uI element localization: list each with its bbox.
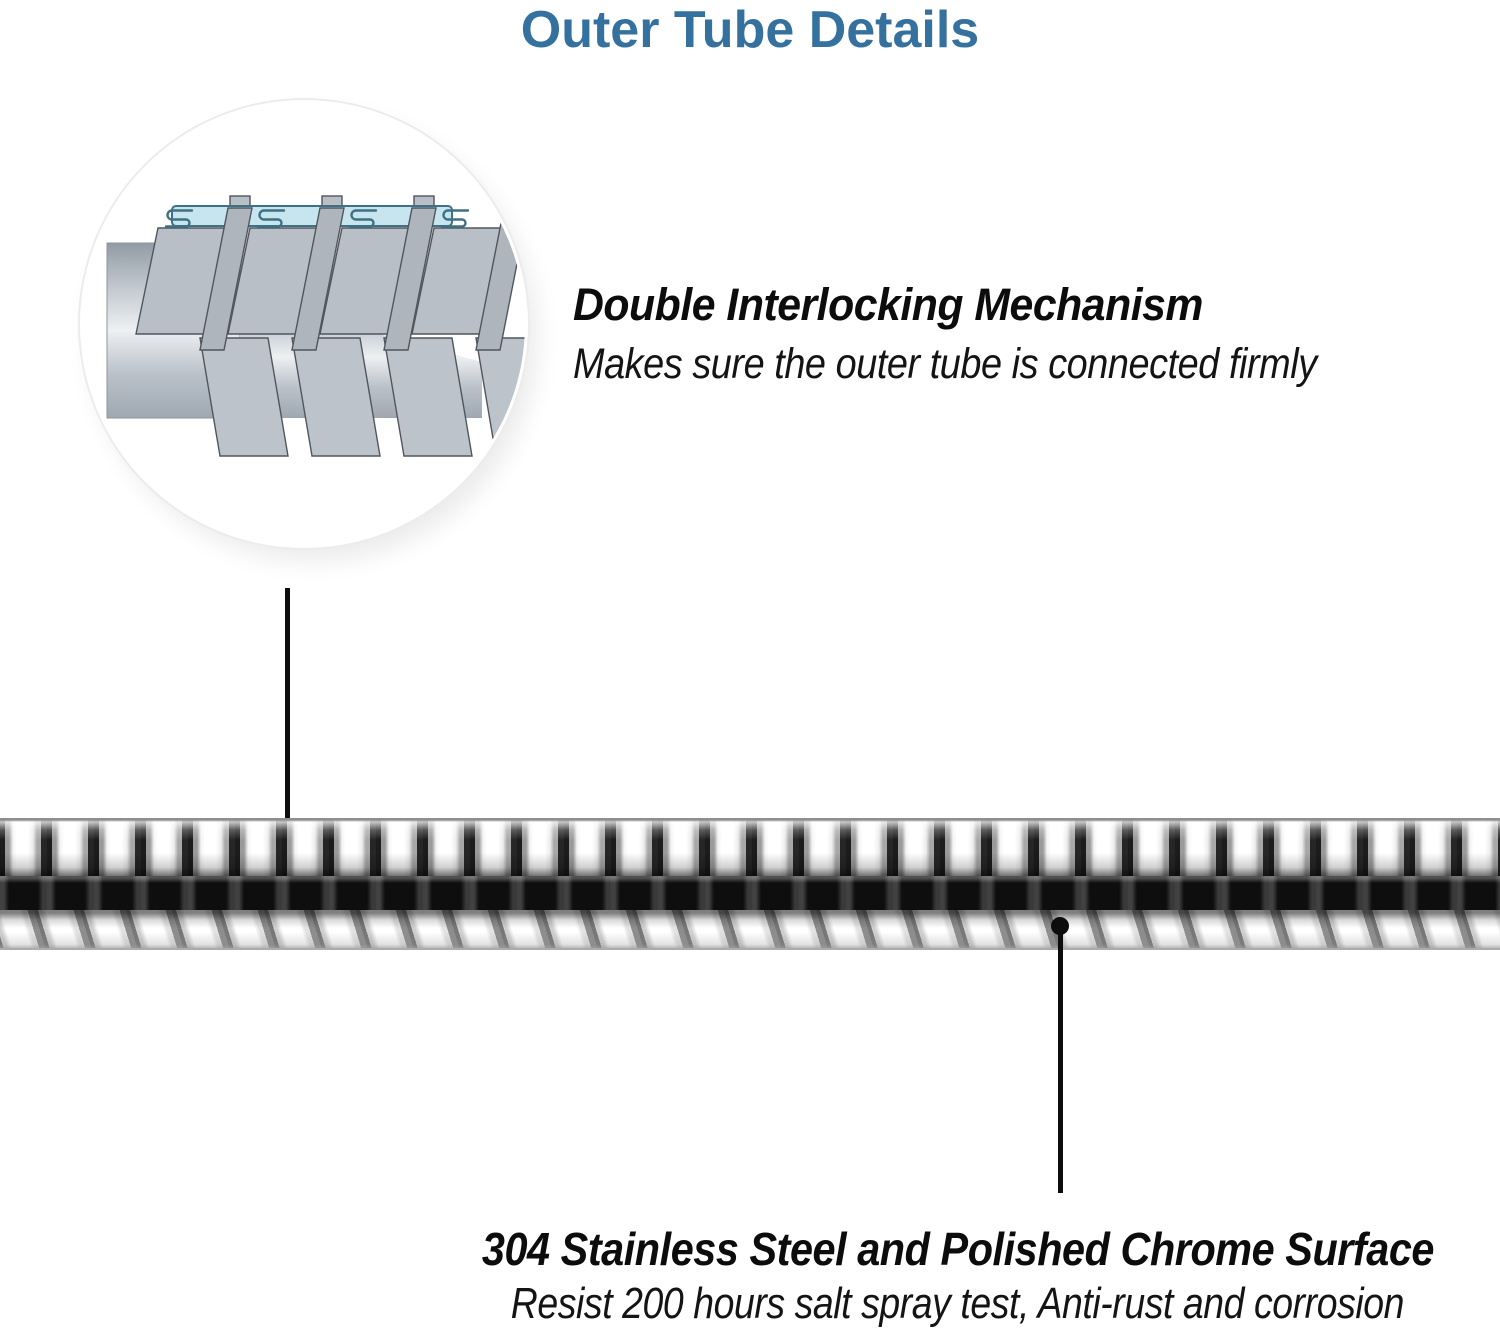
- hose-image: [0, 818, 1500, 950]
- steel-callout-text: 304 Stainless Steel and Polished Chrome …: [415, 1222, 1500, 1329]
- hose-shadow-band: [0, 876, 1500, 910]
- interlock-callout-line: [285, 588, 290, 849]
- steel-heading: 304 Stainless Steel and Polished Chrome …: [481, 1223, 1434, 1275]
- page-title: Outer Tube Details: [520, 1, 980, 59]
- interlock-heading: Double Interlocking Mechanism: [573, 279, 1203, 330]
- hose-lower-ribs: [0, 910, 1500, 950]
- hose-upper-rings: [0, 818, 1500, 876]
- interlock-inset-circle: [80, 100, 528, 548]
- interlock-callout-text: Double Interlocking Mechanism Makes sure…: [573, 279, 1418, 389]
- interlock-s-hooks: [164, 209, 470, 228]
- upper-steel-strips: [135, 195, 525, 335]
- interlock-diagram-icon: [106, 195, 525, 457]
- steel-callout-line: [1058, 926, 1063, 1193]
- steel-subtext: Resist 200 hours salt spray test, Anti-r…: [510, 1279, 1405, 1328]
- interlock-subtext: Makes sure the outer tube is connected f…: [573, 340, 1317, 388]
